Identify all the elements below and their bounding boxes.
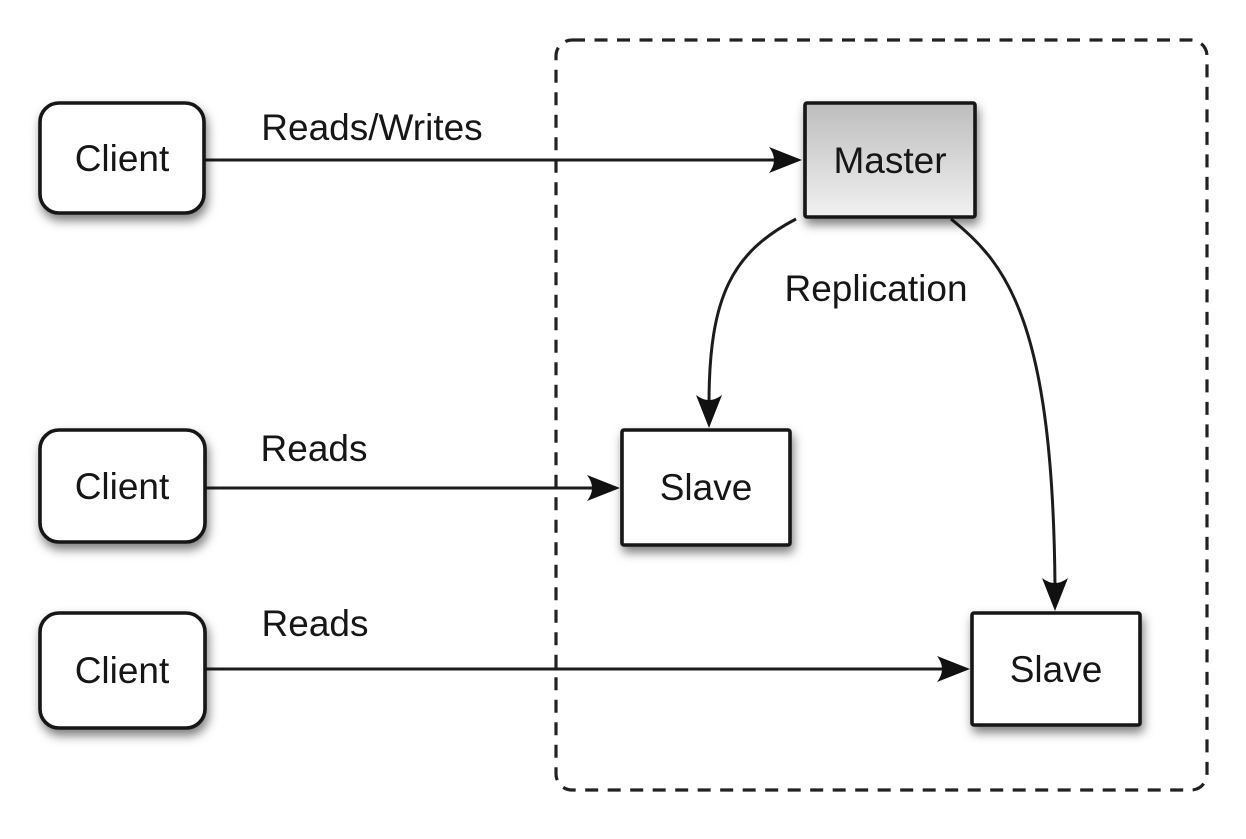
edge-reads-writes-arrowhead-icon: [769, 147, 802, 173]
edge-replication-slave2-curve: [950, 217, 1057, 588]
slave-node-1: [620, 428, 792, 547]
client-node-2-label: Client: [75, 466, 170, 507]
slave-node-1-label: Slave: [660, 467, 753, 508]
edge-reads-slave1-arrowhead-icon: [587, 475, 620, 501]
slave-node-2: [970, 611, 1142, 727]
edge-label-replication: Replication: [784, 268, 967, 309]
client-node-3-label: Client: [75, 650, 170, 691]
client-node-1: [38, 101, 206, 215]
edge-label-reads-slave1: Reads: [261, 428, 368, 469]
edge-replication-slave1-arrowhead-icon: [696, 395, 722, 428]
master-node: [803, 101, 977, 219]
client-node-2: [38, 428, 207, 544]
edge-label-reads-writes: Reads/Writes: [261, 107, 482, 148]
master-node-label: Master: [833, 140, 946, 181]
client-node-1-label: Client: [75, 138, 170, 179]
client-node-3: [38, 611, 207, 730]
edge-label-reads-slave2: Reads: [262, 603, 369, 644]
edge-reads-slave2-arrowhead-icon: [937, 656, 970, 682]
slave-node-2-label: Slave: [1010, 649, 1103, 690]
replication-group-boundary: [554, 38, 1209, 792]
edge-replication-slave1-curve: [707, 217, 797, 405]
edge-replication-slave2-arrowhead-icon: [1042, 578, 1068, 611]
